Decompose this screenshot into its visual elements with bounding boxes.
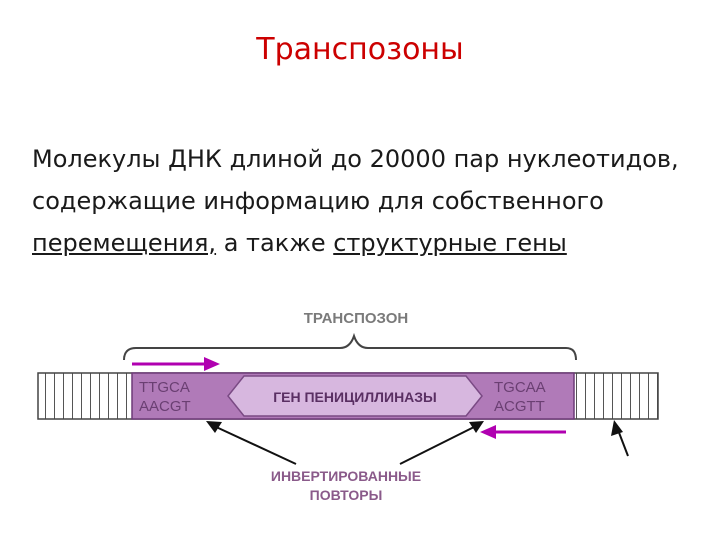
left-repeat-bottom: AACGT: [139, 398, 191, 415]
inverted-repeats-label-line1: ИНВЕРТИРОВАННЫЕ: [271, 468, 421, 484]
definition-part-1: Молекулы ДНК длиной до 20000 пар нуклеот…: [32, 145, 679, 215]
right-repeat-arrow: [480, 425, 566, 439]
link-structural-genes[interactable]: структурные гены: [333, 229, 567, 257]
right-pointer-arrow: [399, 421, 484, 465]
end-pointer-arrow: [611, 420, 629, 457]
right-repeat-bottom: ACGTT: [494, 398, 545, 415]
definition-text: Молекулы ДНК длиной до 20000 пар нуклеот…: [32, 138, 692, 264]
definition-part-2: а также: [216, 229, 334, 257]
left-repeat-top: TTGCA: [139, 379, 190, 396]
penicillinase-gene: [227, 375, 483, 417]
transposon-brace: [123, 332, 577, 361]
left-repeat-arrow: [132, 357, 220, 371]
page-title: Транспозоны: [256, 32, 464, 67]
gene-label: ГЕН ПЕНИЦИЛЛИНАЗЫ: [273, 389, 437, 405]
left-pointer-arrow: [206, 421, 297, 465]
transposon-label: ТРАНСПОЗОН: [304, 310, 409, 327]
right-repeat-top: TGCAA: [494, 379, 546, 396]
link-movement[interactable]: перемещения,: [32, 229, 217, 257]
inverted-repeats-label-line2: ПОВТОРЫ: [310, 487, 383, 503]
